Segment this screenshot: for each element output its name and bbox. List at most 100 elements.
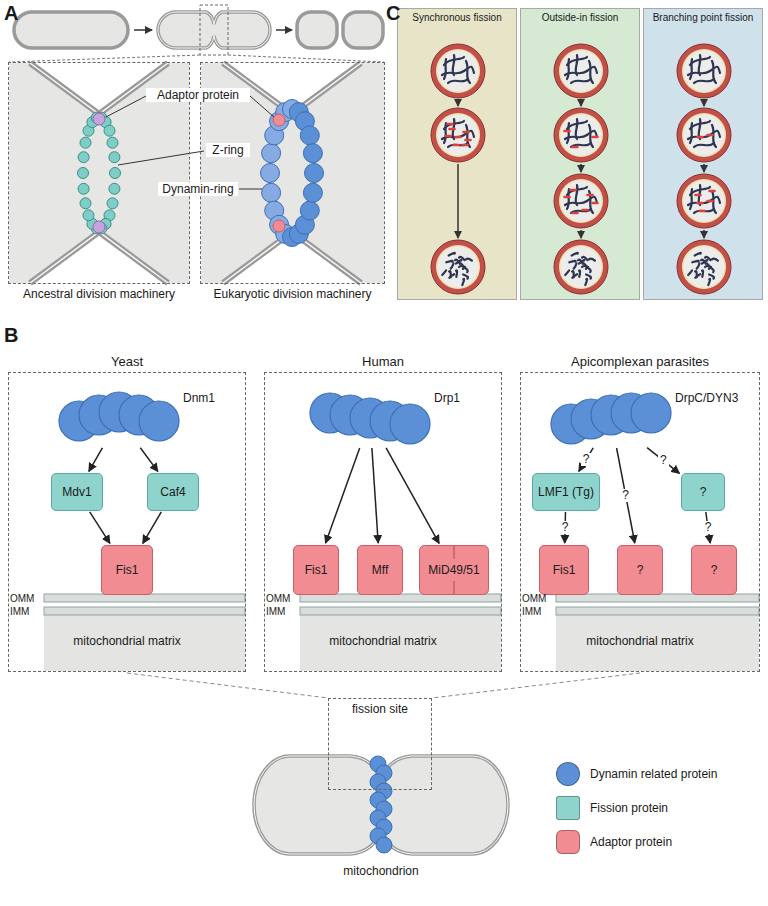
inner-membrane xyxy=(559,179,603,223)
zoom-line xyxy=(228,55,384,62)
mito-network xyxy=(694,209,714,213)
fission-mode-column: Synchronous fission xyxy=(397,8,517,300)
cell-inner-membrane xyxy=(254,756,508,854)
node-text: Yeast xyxy=(9,354,245,369)
matrix-area xyxy=(556,615,759,671)
ftsz-subunit xyxy=(107,198,118,209)
column-illustration xyxy=(398,9,518,301)
inner-membrane xyxy=(682,179,726,223)
mito-network xyxy=(453,55,455,75)
mito-network xyxy=(571,209,591,213)
ftsz-subunit xyxy=(107,137,118,148)
outer-membrane xyxy=(431,108,485,162)
node-text: fission site xyxy=(329,699,431,716)
fission-mark xyxy=(571,189,576,192)
zoom-line xyxy=(127,673,328,698)
outer-membrane xyxy=(677,174,731,228)
mito-fragment xyxy=(572,253,578,256)
dynamin-polymer: Dnm1 xyxy=(59,391,179,447)
matrix xyxy=(684,247,725,288)
cell-membrane xyxy=(30,232,168,283)
step-arrow xyxy=(457,100,459,106)
mito-fragment xyxy=(466,259,472,261)
mito-network xyxy=(699,55,701,75)
mito-network xyxy=(448,79,468,83)
inner-membrane xyxy=(559,49,603,93)
mitochondrion-section xyxy=(677,44,731,98)
mitochondrion-section xyxy=(431,44,485,98)
mito-fragment xyxy=(705,257,710,260)
column-illustration xyxy=(644,9,764,301)
mitochondrion-section xyxy=(554,44,608,98)
mito-fragment xyxy=(702,270,703,276)
ftsz-subunit xyxy=(83,210,94,221)
node-text: Caf4 xyxy=(158,485,187,499)
mito-fragment xyxy=(565,270,569,275)
mito-network xyxy=(567,189,569,209)
mito-fragment xyxy=(456,260,462,264)
inner-membrane xyxy=(300,607,501,615)
connector-arrow xyxy=(326,448,360,543)
organism-panel: HumanDrp1Fis1MffMiD49/51 xyxy=(264,372,502,672)
legend-row: Adaptor protein xyxy=(556,830,761,854)
node-text: Dnm1 xyxy=(183,391,215,405)
fission-mark xyxy=(698,202,703,205)
ftsz-subunit xyxy=(109,183,120,194)
node-text: Mff xyxy=(370,563,390,577)
edge-label: ? xyxy=(560,521,571,534)
connector-arrow xyxy=(372,448,378,543)
outer-membrane xyxy=(554,44,608,98)
fission-mark xyxy=(593,202,598,205)
step-arrow xyxy=(457,164,459,238)
fission-mark xyxy=(698,136,703,139)
adaptor-box: Fis1 xyxy=(539,545,589,595)
dynamin-subunit xyxy=(303,183,322,202)
fission-mode-column: Branching point fission xyxy=(643,8,763,300)
adaptor-protein xyxy=(273,220,285,232)
fission-mark xyxy=(463,144,468,147)
fission-mark xyxy=(708,134,713,137)
mitochondrion-section xyxy=(677,240,731,294)
mito-fragment xyxy=(462,279,464,285)
outer-membrane xyxy=(677,44,731,98)
dynamin-subunit xyxy=(305,164,324,183)
mito-fragment xyxy=(695,253,701,256)
matrix xyxy=(684,115,725,156)
inner-membrane xyxy=(682,113,726,157)
edge-label: ? xyxy=(620,489,631,502)
node-text: Fis1 xyxy=(114,563,141,577)
mito-fragment xyxy=(585,279,587,285)
dynamin-subunit xyxy=(631,393,671,433)
step-arrow xyxy=(580,100,582,106)
fission-mark xyxy=(710,190,715,193)
outer-membrane xyxy=(431,240,485,294)
matrix xyxy=(438,51,479,92)
node-text: Outside-in fission xyxy=(521,9,639,24)
ftsz-subunit xyxy=(80,137,91,148)
adaptor-box: Fis1 xyxy=(101,545,153,595)
mito-fragment xyxy=(707,263,710,269)
matrix xyxy=(684,181,725,222)
mito-network xyxy=(466,125,470,147)
fission-mark xyxy=(450,128,455,131)
region-label: mitochondrial matrix xyxy=(8,634,246,648)
matrix xyxy=(561,181,602,222)
fission-mark xyxy=(466,139,471,142)
adaptor-protein xyxy=(273,114,285,126)
node-text: Mdv1 xyxy=(60,485,93,499)
connector-arrow xyxy=(647,448,679,474)
inner-membrane xyxy=(559,245,603,289)
outer-membrane xyxy=(431,44,485,98)
mito-network xyxy=(576,119,578,139)
mito-fragment xyxy=(579,270,580,276)
fission-protein-box: LMF1 (Tg) xyxy=(532,473,600,511)
dynamin-illustration xyxy=(551,391,671,447)
adaptor-protein xyxy=(93,221,105,233)
fission-site-frame: fission site xyxy=(328,698,432,790)
ftsz-subunit xyxy=(104,125,115,136)
dynamin-polymer: Drp1 xyxy=(310,391,430,447)
legend-row: Fission protein xyxy=(556,796,761,820)
leader-line xyxy=(106,96,146,117)
mito-network xyxy=(694,143,714,147)
zoom-panel: Ancestral division machinery xyxy=(8,62,190,284)
